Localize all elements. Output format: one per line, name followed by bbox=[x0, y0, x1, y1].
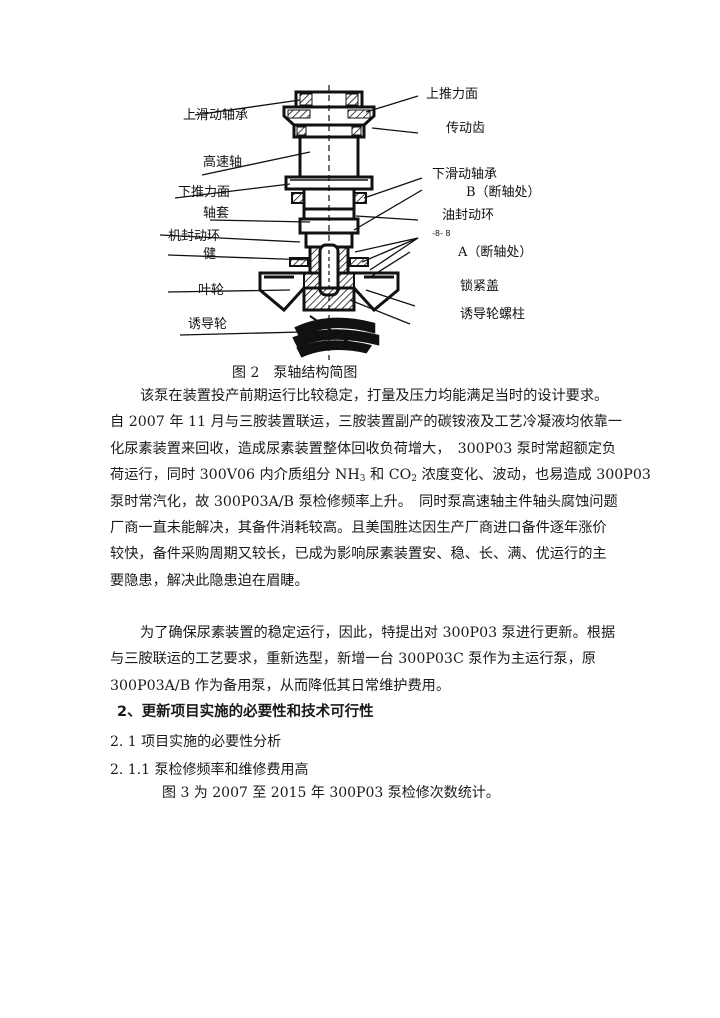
paragraph-2: 为了确保尿素装置的稳定运行，因此，特提出对 300P03 泵进行更新。根据 与三… bbox=[110, 620, 620, 699]
pump-shaft-drawing bbox=[160, 85, 423, 360]
label-mechanical-seal-ring: 机封动环 bbox=[168, 229, 221, 244]
label-upper-sliding-bearing: 上滑动轴承 bbox=[183, 108, 249, 123]
text-fragment: 浓度变化、波动，也易造成 300P03 bbox=[416, 467, 651, 484]
text-line-with-formulas: 荷运行，同时 300V06 内介质组分 NH3 和 CO2 浓度变化、波动，也易… bbox=[110, 462, 651, 488]
subscript: 3 bbox=[359, 474, 366, 485]
text-line: 厂商一直未能解决，其备件消耗较高。且美国胜达因生产厂商进口备件逐年涨价 bbox=[110, 519, 607, 536]
label-lower-sliding-bearing: 下滑动轴承 bbox=[432, 167, 498, 182]
text-fragment: 荷运行，同时 300V06 内介质组分 NH bbox=[110, 467, 360, 484]
label-small-mark: -8- 8 bbox=[432, 229, 451, 238]
paragraph-1: 该泵在装置投产前期运行比较稳定，打量及压力均能满足当时的设计要求。 自 2007… bbox=[110, 383, 651, 594]
label-high-speed-shaft: 高速轴 bbox=[203, 155, 243, 170]
text-line: 化尿素装置来回收，造成尿素装置整体回收负荷增大， 300P03 泵时常超额定负 bbox=[110, 440, 617, 457]
label-break-a: A（断轴处） bbox=[458, 245, 533, 260]
label-impeller: 叶轮 bbox=[198, 283, 225, 298]
text-line: 300P03A/B 作为备用泵，从而降低其日常维护费用。 bbox=[110, 677, 451, 694]
label-shaft-sleeve: 轴套 bbox=[203, 206, 230, 221]
label-key: 健 bbox=[203, 247, 217, 262]
label-upper-thrust-face: 上推力面 bbox=[426, 87, 479, 102]
label-lower-thrust-face: 下推力面 bbox=[178, 185, 231, 200]
label-oil-seal-ring: 油封动环 bbox=[442, 208, 495, 223]
subsection-heading-2-1: 2. 1 项目实施的必要性分析 bbox=[110, 734, 282, 750]
subsection-text: 图 3 为 2007 至 2015 年 300P03 泵检修次数统计。 bbox=[162, 785, 500, 801]
subsection-heading-2-1-1: 2. 1.1 泵检修频率和维修费用高 bbox=[110, 762, 309, 778]
text-line: 要隐患，解决此隐患迫在眉睫。 bbox=[110, 572, 309, 589]
label-drive-gear: 传动齿 bbox=[446, 121, 486, 136]
section-heading-2: 2、更新项目实施的必要性和技术可行性 bbox=[117, 704, 374, 720]
text-line: 较快，备件采购周期又较长，已成为影响尿素装置安、稳、长、满、优运行的主 bbox=[110, 546, 607, 563]
pump-shaft-diagram: 上推力面 上滑动轴承 传动齿 高速轴 下滑动轴承 下推力面 B（断轴处） 轴套 … bbox=[160, 80, 560, 360]
text-fragment: 和 CO bbox=[365, 467, 412, 484]
text-line: 该泵在装置投产前期运行比较稳定，打量及压力均能满足当时的设计要求。 bbox=[140, 388, 609, 404]
subscript: 2 bbox=[411, 474, 417, 485]
text-line: 自 2007 年 11 月与三胺装置联运，三胺装置副产的碳铵液及工艺冷凝液均依靠… bbox=[110, 414, 623, 431]
label-lock-cover: 锁紧盖 bbox=[460, 279, 500, 294]
label-break-b: B（断轴处） bbox=[466, 185, 541, 200]
text-line: 为了确保尿素装置的稳定运行，因此，特提出对 300P03 泵进行更新。根据 bbox=[140, 625, 616, 641]
text-line: 泵时常汽化，故 300P03A/B 泵检修频率上升。 同时泵高速轴主件轴头腐蚀问… bbox=[110, 493, 618, 510]
label-inducer: 诱导轮 bbox=[188, 317, 228, 332]
text-line: 与三胺联运的工艺要求，重新选型，新增一台 300P03C 泵作为主运行泵，原 bbox=[110, 651, 596, 668]
figure-2-caption: 图 2 泵轴结构简图 bbox=[232, 365, 358, 381]
label-inducer-stud: 诱导轮螺柱 bbox=[460, 307, 526, 322]
